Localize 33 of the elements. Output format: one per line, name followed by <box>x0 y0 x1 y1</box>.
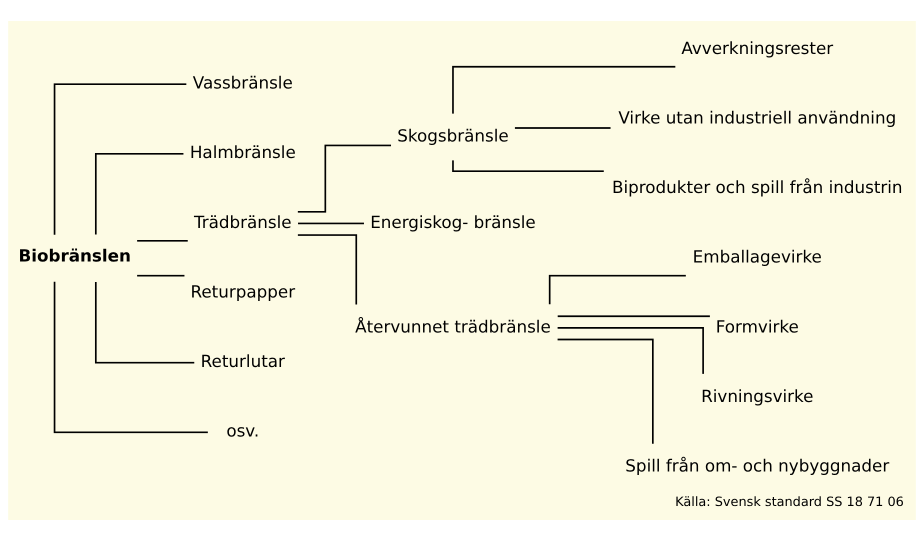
connector <box>54 281 208 433</box>
node-text: Vassbränsle <box>192 72 293 92</box>
node-text: Returlutar <box>200 350 285 371</box>
node-text: Spill från om- och nybyggnader <box>625 455 890 476</box>
connector <box>548 274 686 304</box>
connector <box>558 326 704 374</box>
node-text: osv. <box>226 420 260 440</box>
node-text: Avverkningsrester <box>681 37 834 58</box>
connector <box>298 222 364 224</box>
node-text: Energiskog- bränsle <box>370 211 536 232</box>
node-text: Emballagevirke <box>692 246 822 266</box>
node-text: Rivningsvirke <box>701 385 814 406</box>
node-text: Trädbränsle <box>194 211 292 232</box>
node-text: Halmbränsle <box>190 142 296 162</box>
node-text: Biobränslen <box>18 244 131 265</box>
connector <box>558 314 710 317</box>
node-text: Återvunnet trädbränsle <box>355 316 551 336</box>
node-text: Formvirke <box>716 316 799 336</box>
connector <box>558 338 654 444</box>
connector <box>452 65 676 114</box>
node-text: Skogsbränsle <box>397 124 509 145</box>
connector <box>94 281 194 364</box>
connector <box>298 144 392 212</box>
connector <box>54 82 186 234</box>
connector <box>137 240 188 242</box>
node-text: Virke utan industriell användning <box>618 106 896 127</box>
connector <box>298 234 358 304</box>
connector <box>514 126 611 128</box>
connector <box>137 274 184 276</box>
node-text: Biprodukter och spill från industrin <box>612 176 903 197</box>
node-text: Returpapper <box>190 280 296 301</box>
connector <box>94 152 184 234</box>
caption: Källa: Svensk standard SS 18 71 06 <box>675 494 904 510</box>
